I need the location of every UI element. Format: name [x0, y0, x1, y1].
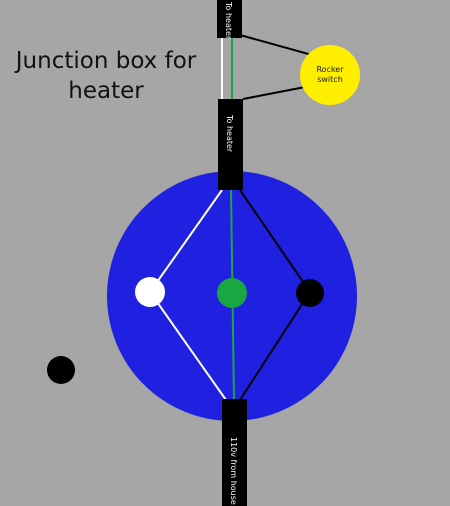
switch-wire-upper	[239, 34, 313, 56]
hot-wire-nut	[296, 279, 324, 307]
cable-bottom-label: 110v from house	[229, 437, 238, 505]
ground-wire-nut	[217, 278, 247, 308]
black-dot	[47, 356, 75, 384]
switch-label-line-1: Rocker	[316, 65, 344, 74]
neutral-wire-nut	[135, 277, 165, 307]
title-line-2: heater	[68, 78, 144, 104]
rocker-switch	[300, 45, 360, 105]
hot-wire-right-top	[239, 189, 311, 293]
cable-middle-label: To heater	[225, 114, 234, 153]
switch-label-line-2: switch	[317, 75, 343, 84]
neutral-wire-left-top	[149, 189, 223, 293]
cable-top	[217, 0, 242, 38]
diagram-title: Junction box for heater	[6, 46, 206, 106]
cable-top-label: To heater	[224, 1, 233, 40]
hot-wire-right-bottom	[239, 291, 311, 401]
cable-bottom	[222, 399, 247, 506]
neutral-wire-left-bottom	[149, 291, 227, 401]
title-line-1: Junction box for	[15, 48, 197, 74]
cable-middle	[218, 99, 243, 190]
switch-wire-lower	[242, 86, 306, 100]
